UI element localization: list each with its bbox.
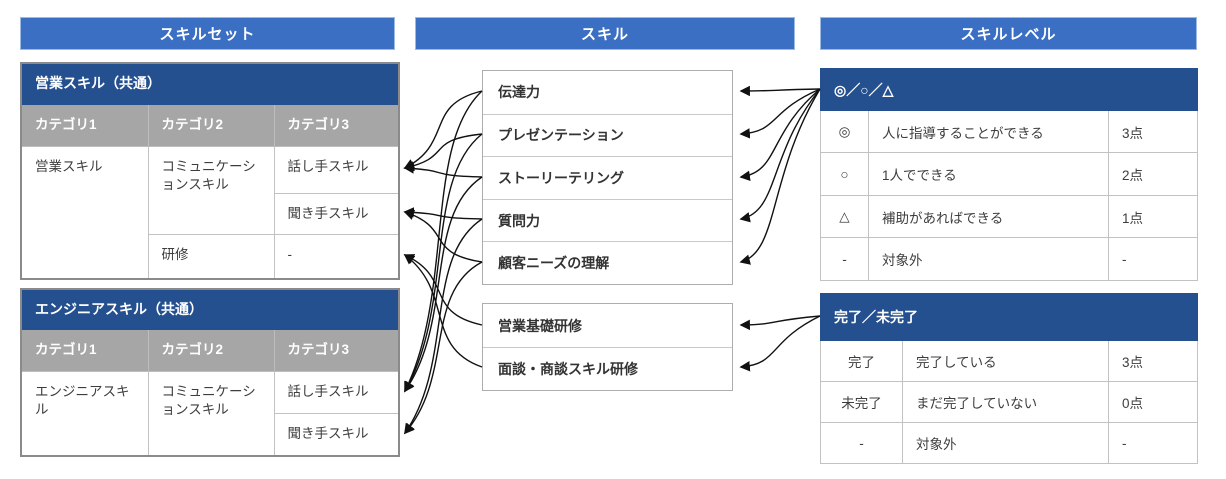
arrow-skill2-to-eng-speaker <box>404 133 483 393</box>
table-row: エンジニアスキル コミュニケーションスキル 話し手スキル <box>20 370 400 457</box>
cell-description: 完了している <box>902 340 1109 382</box>
arrow-skill3-to-eng-speaker <box>404 176 483 393</box>
engineer-skill-table: エンジニアスキル（共通） カテゴリ1 カテゴリ2 カテゴリ3 エンジニアスキル … <box>20 288 401 457</box>
arrow-completion-table-to-training1 <box>739 315 821 331</box>
cell-sales-listener: 聞き手スキル <box>273 192 400 235</box>
table-row: 営業スキル コミュニケーションスキル 話し手スキル <box>20 145 400 280</box>
arrow-training1-to-sales-training <box>403 254 483 326</box>
table-row: ◎／○／△ <box>819 68 1199 111</box>
cell-score: - <box>1107 237 1199 281</box>
table-row: 未完了 まだ完了していない 0点 <box>820 381 1199 423</box>
arrow-skill4-to-sales-listener <box>403 207 483 220</box>
cell-description: 1人でできる <box>868 152 1109 196</box>
column-header-cat1: カテゴリ1 <box>20 103 149 147</box>
cell-description: 対象外 <box>868 237 1109 281</box>
completion-level-table: 完了／未完了 完了 完了している 3点 未完了 まだ完了していない 0点 - 対… <box>819 293 1199 464</box>
cell-score: 1点 <box>1107 195 1199 238</box>
arrow-skill4-to-eng-listener <box>404 218 483 435</box>
arrow-level-table-to-skill2 <box>739 88 821 139</box>
cell-score: 0点 <box>1107 381 1199 423</box>
skill-box-customer-needs: 顧客ニーズの理解 <box>483 241 732 284</box>
skill-box-dentatsuryoku: 伝達力 <box>498 84 540 101</box>
cell-sales-training: 研修 <box>147 233 275 280</box>
skill-banner-label: スキル <box>580 26 629 43</box>
arrow-completion-table-to-training2 <box>739 315 821 372</box>
cell-symbol: ○ <box>820 152 869 196</box>
sales-skill-table: 営業スキル（共通） カテゴリ1 カテゴリ2 カテゴリ3 営業スキル コミュニケー… <box>20 62 401 280</box>
column-header-cat2: カテゴリ2 <box>147 103 275 147</box>
arrow-skill1-to-sales-speaker <box>403 90 483 169</box>
cell-engineer-speaker: 話し手スキル <box>273 370 400 414</box>
skilllevel-banner: スキルレベル <box>820 17 1197 50</box>
cell-sales-communication: コミュニケーションスキル <box>147 145 275 235</box>
table-row: カテゴリ1 カテゴリ2 カテゴリ3 <box>20 103 400 147</box>
cell-description: 人に指導することができる <box>868 110 1109 153</box>
skilllevel-banner-label: スキルレベル <box>960 26 1057 43</box>
table-row: カテゴリ1 カテゴリ2 カテゴリ3 <box>20 328 400 372</box>
arrow-skill5-to-eng-listener <box>403 261 483 435</box>
completion-table-title: 完了／未完了 <box>819 293 1199 341</box>
cell-symbol: - <box>820 422 903 464</box>
cell-sales-training-cat3: - <box>273 233 400 280</box>
cell-engineer-listener: 聞き手スキル <box>273 412 400 457</box>
table-row: 聞き手スキル <box>21 412 400 457</box>
table-row: エンジニアスキル（共通） <box>20 288 400 330</box>
table-row: - 対象外 - <box>820 237 1199 281</box>
skillset-banner-label: スキルセット <box>159 26 256 43</box>
arrow-level-table-to-skill5 <box>739 88 821 265</box>
cell-symbol: △ <box>820 195 869 238</box>
mark-table-title: ◎／○／△ <box>819 68 1199 111</box>
arrow-level-table-to-skill3 <box>739 88 821 181</box>
arrow-level-table-to-skill1 <box>739 85 821 97</box>
table-row: - 対象外 - <box>820 422 1199 464</box>
column-header-cat3: カテゴリ3 <box>273 328 400 372</box>
table-row: 完了 完了している 3点 <box>820 340 1199 382</box>
mark-level-table: ◎／○／△ ◎ 人に指導することができる 3点 ○ 1人でできる 2点 △ 補助… <box>819 68 1199 281</box>
cell-score: 2点 <box>1107 152 1199 196</box>
cell-engineer-cat1: エンジニアスキル <box>20 370 149 457</box>
cell-symbol: 未完了 <box>820 381 903 423</box>
arrow-skill2-to-sales-speaker <box>403 133 483 172</box>
table-row: ◎ 人に指導することができる 3点 <box>820 110 1199 153</box>
table-row: 完了／未完了 <box>819 293 1199 341</box>
column-header-cat1: カテゴリ1 <box>20 328 149 372</box>
arrow-skill3-to-sales-speaker <box>403 163 483 178</box>
cell-sales-cat1: 営業スキル <box>20 145 149 280</box>
skill-list-group2: 営業基礎研修 面談・商談スキル研修 <box>482 303 733 391</box>
cell-sales-speaker: 話し手スキル <box>273 145 400 194</box>
table-row: △ 補助があればできる 1点 <box>820 195 1199 238</box>
cell-description: 補助があればできる <box>868 195 1109 238</box>
skill-box-sales-basic-training: 営業基礎研修 <box>498 317 582 334</box>
table-row: ○ 1人でできる 2点 <box>820 152 1199 196</box>
skill-box-meeting-training: 面談・商談スキル研修 <box>483 347 732 390</box>
skill-box-shitsumonryoku: 質問力 <box>483 198 732 242</box>
cell-engineer-communication: コミュニケーションスキル <box>147 370 275 457</box>
table-row: 研修 - <box>21 233 400 280</box>
cell-symbol: ◎ <box>820 110 869 153</box>
arrow-skill5-to-sales-listener <box>403 209 483 263</box>
table-row: 聞き手スキル <box>21 192 400 235</box>
arrow-skill1-to-eng-speaker <box>404 90 483 393</box>
cell-score: 3点 <box>1107 110 1199 153</box>
skill-banner: スキル <box>415 17 795 50</box>
skill-list-group1: 伝達力 プレゼンテーション ストーリーテリング 質問力 顧客ニーズの理解 <box>482 70 733 285</box>
column-header-cat2: カテゴリ2 <box>147 328 275 372</box>
cell-symbol: - <box>820 237 869 281</box>
arrow-training2-to-sales-training <box>403 254 483 368</box>
skill-box-presentation: プレゼンテーション <box>483 113 732 157</box>
cell-score: - <box>1107 422 1199 464</box>
arrow-level-table-to-skill4 <box>739 88 821 223</box>
engineer-table-title: エンジニアスキル（共通） <box>20 288 400 330</box>
cell-symbol: 完了 <box>820 340 903 382</box>
cell-description: 対象外 <box>902 422 1109 464</box>
skill-box-storytelling: ストーリーテリング <box>483 156 732 199</box>
cell-score: 3点 <box>1107 340 1199 382</box>
sales-table-title: 営業スキル（共通） <box>20 62 400 105</box>
column-header-cat3: カテゴリ3 <box>273 103 400 147</box>
skillset-banner: スキルセット <box>20 17 395 50</box>
cell-description: まだ完了していない <box>902 381 1109 423</box>
table-row: 営業スキル（共通） <box>20 62 400 105</box>
